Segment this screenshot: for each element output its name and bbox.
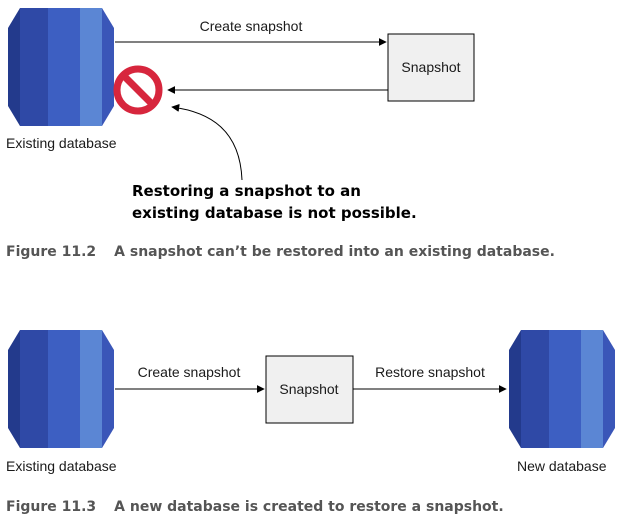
caption-number: Figure 11.3 [6,499,96,515]
new-database-label: New database [517,458,607,474]
caption-number: Figure 11.2 [6,244,96,260]
database-icon [509,330,615,448]
caption-text: A snapshot can’t be restored into an exi… [114,244,555,260]
note-line-2: existing database is not possible. [132,204,417,222]
note-pointer-arrow [171,103,243,181]
caption-11-2: Figure 11.2 A snapshot can’t be restored… [6,243,555,260]
create-snapshot-label: Create snapshot [200,18,303,34]
create-snapshot-label: Create snapshot [138,364,241,380]
figure-11-2: Create snapshot Snapshot Existing databa… [6,8,555,260]
caption-11-3: Figure 11.3 A new database is created to… [6,498,504,515]
database-icon [8,8,114,126]
note-line-1: Restoring a snapshot to an [132,182,361,200]
restore-snapshot-label: Restore snapshot [375,364,485,380]
snapshot-box [265,355,354,424]
snapshot-box [387,33,475,102]
no-entry-icon [113,65,163,115]
figure-11-3: Create snapshot Snapshot Restore snapsho… [6,330,615,515]
database-icon [8,330,114,448]
caption-text: A new database is created to restore a s… [114,499,504,515]
snapshot-label: Snapshot [279,381,338,397]
existing-database-label: Existing database [6,458,117,474]
snapshot-label: Snapshot [401,59,460,75]
existing-database-label: Existing database [6,135,117,151]
